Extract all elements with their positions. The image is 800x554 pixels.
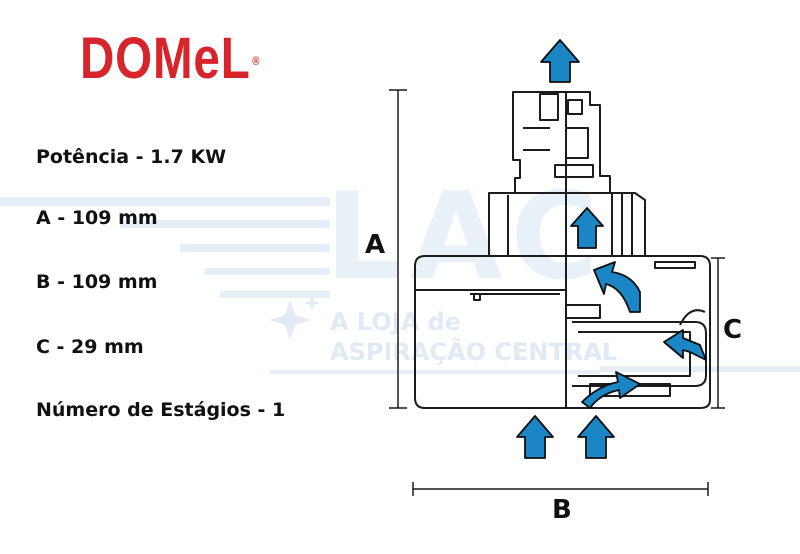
spec-dimension-b: B - 109 mm: [36, 271, 158, 293]
registered-mark: ®: [252, 54, 261, 68]
dimension-line-c: [711, 257, 725, 409]
spec-dimension-c: C - 29 mm: [36, 336, 144, 358]
watermark-line1: A LOJA de: [330, 308, 462, 336]
dimension-label-c: C: [723, 315, 743, 345]
airflow-arrow-icon: [516, 415, 554, 459]
motor-body: [414, 91, 711, 409]
dimension-line-b: [412, 482, 709, 496]
sparkle-icon: [270, 295, 320, 340]
dimension-label-b: B: [552, 495, 572, 525]
brand-logo: DOMeL®: [80, 30, 260, 88]
spec-stages: Número de Estágios - 1: [36, 399, 286, 421]
airflow-arrow-icon: [593, 261, 641, 313]
spec-power: Potência - 1.7 KW: [36, 146, 227, 168]
dimension-label-a: A: [365, 230, 386, 260]
watermark-big: LAC: [325, 168, 607, 307]
airflow-arrow-icon: [581, 371, 641, 409]
airflow-arrow-icon: [570, 207, 604, 249]
airflow-arrow-icon: [540, 39, 580, 83]
dimension-line-a: [389, 89, 407, 409]
airflow-arrow-icon: [663, 329, 707, 361]
spec-dimension-a: A - 109 mm: [36, 207, 158, 229]
watermark-line2: ASPIRAÇÃO CENTRAL: [330, 338, 618, 366]
airflow-arrow-icon: [577, 415, 615, 459]
brand-logo-text: DOMeL: [80, 26, 251, 91]
airflow-arrows: [516, 39, 707, 459]
